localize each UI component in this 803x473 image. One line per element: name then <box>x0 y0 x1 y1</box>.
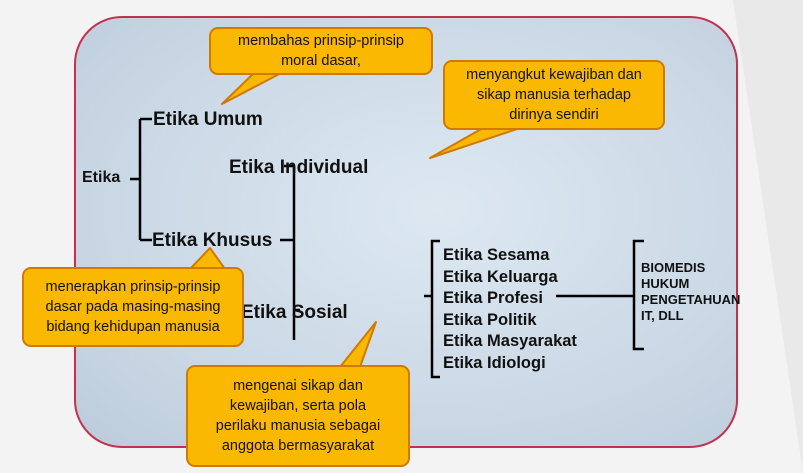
branch-item: Etika Masyarakat <box>443 332 577 351</box>
sosial-bracket <box>424 239 440 379</box>
social-branch-list: Etika Sesama Etika Keluarga Etika Profes… <box>443 245 577 375</box>
callout-etika-khusus: menerapkan prinsip-prinsip dasar pada ma… <box>22 267 244 347</box>
field-item: HUKUM <box>641 276 690 291</box>
node-etika-individual: Etika Individual <box>229 157 369 178</box>
field-item: BIOMEDIS <box>641 260 706 275</box>
node-etika: Etika <box>82 169 121 186</box>
callout-sosial-pointer <box>339 321 377 368</box>
callout-individual-pointer <box>429 127 521 159</box>
root-bracket <box>130 117 152 242</box>
callout-etika-umum: membahas prinsip-prinsip moral dasar, <box>209 27 433 75</box>
node-etika-umum: Etika Umum <box>153 109 263 130</box>
branch-item: Etika Sesama <box>443 246 550 264</box>
branch-item: Etika Idiologi <box>443 353 546 372</box>
callout-khusus-pointer <box>189 247 226 270</box>
profession-field-list: BIOMEDIS HUKUM PENGETAHUAN IT, DLL <box>641 260 740 324</box>
callout-umum-pointer <box>221 71 284 105</box>
background-corner <box>733 0 803 473</box>
callout-etika-individual: menyangkut kewajiban dan sikap manusia t… <box>443 60 665 130</box>
callout-etika-sosial: mengenai sikap dan kewajiban, serta pola… <box>186 365 410 467</box>
branch-item: Etika Politik <box>443 310 537 329</box>
node-etika-sosial: Etika Sosial <box>241 302 348 323</box>
field-item: PENGETAHUAN <box>641 292 741 307</box>
branch-item: Etika Profesi <box>443 289 543 308</box>
khusus-bracket <box>280 164 300 340</box>
field-item: IT, DLL <box>641 308 684 323</box>
branch-item: Etika Keluarga <box>443 267 558 286</box>
profesi-bracket <box>556 239 644 351</box>
node-etika-khusus: Etika Khusus <box>152 230 273 251</box>
